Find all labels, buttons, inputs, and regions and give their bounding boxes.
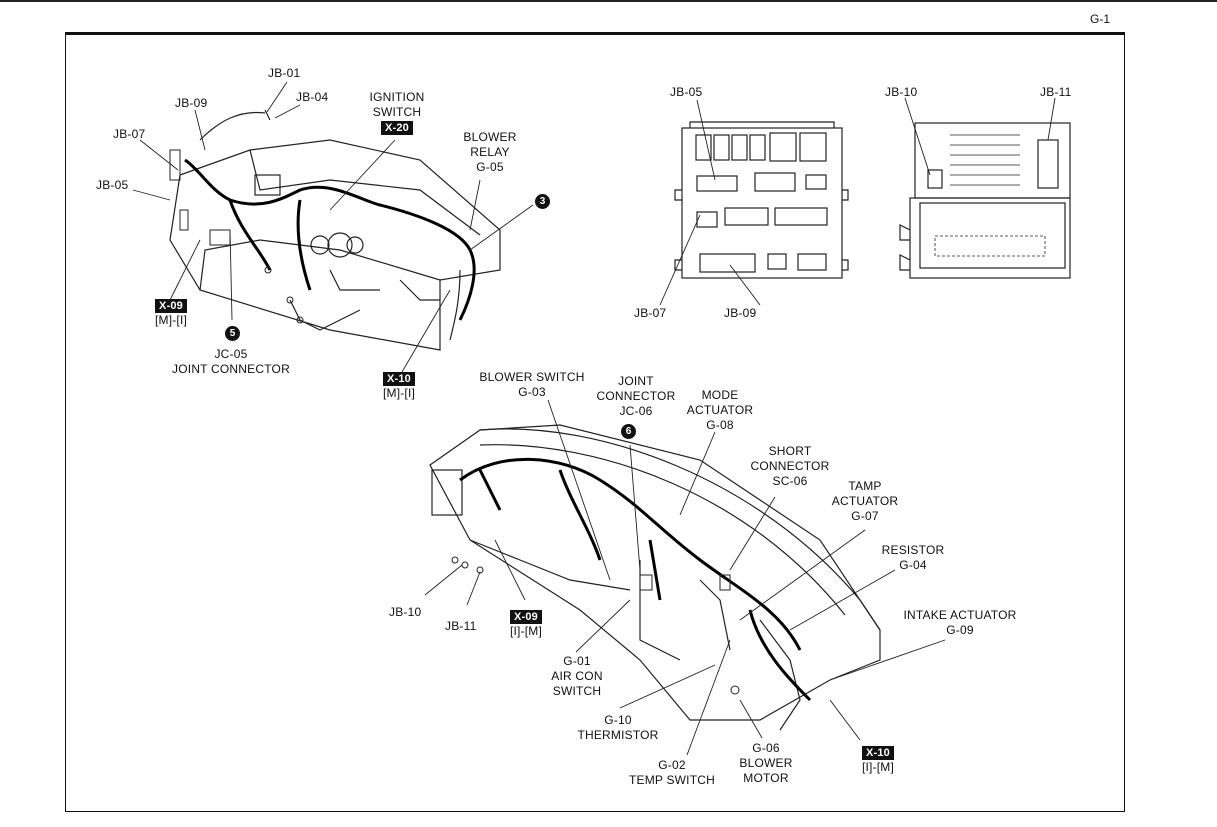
label-temp-switch: G-02 TEMP SWITCH [629,758,715,787]
callout-badge-3: 3 [535,194,550,209]
connector-tag-x-10: X-10 [382,372,416,386]
label-intake-actuator: INTAKE ACTUATOR G-09 [903,608,1017,637]
callout-badge-5: 5 [225,326,240,341]
label-x-09-fig4: X-09 [I]-[M] [509,610,543,638]
label-x-09-fig1: X-09 [M]-[I] [154,299,188,327]
label-air-con-switch: G-01 AIR CON SWITCH [551,654,603,698]
fig3-fuse-box-drawing [899,122,1071,279]
label-jb-09: JB-09 [175,96,208,110]
fig1-dashboard-drawing [169,139,501,351]
label-jb-10: JB-10 [389,605,422,619]
label-jb-04: JB-04 [296,90,329,104]
page-number: G-1 [1090,12,1111,26]
label-jb-07-box: JB-07 [634,306,667,320]
label-x-10-fig1: X-10 [M]-[I] [382,372,416,400]
connector-tag-x-20: X-20 [380,121,414,135]
label-x-10-fig4: X-10 [I]-[M] [861,746,895,774]
label-jb-07: JB-07 [113,127,146,141]
fig2-junction-box-drawing [674,121,849,279]
label-jb-01: JB-01 [268,66,301,80]
label-blower-switch: BLOWER SWITCH G-03 [479,370,585,399]
label-jc-05: JC-05 JOINT CONNECTOR [172,347,290,376]
connector-tag-x-09-panel: X-09 [509,610,543,624]
connector-tag-x-09: X-09 [154,299,188,313]
label-jb-11-box: JB-11 [1040,85,1072,99]
label-jb-05-box: JB-05 [670,85,703,99]
label-jb-09-box: JB-09 [724,306,757,320]
callout-badge-6: 6 [621,424,636,439]
label-mode-actuator: MODE ACTUATOR G-08 [686,388,754,432]
connector-tag-x-10-panel: X-10 [861,746,895,760]
label-ignition-switch: IGNITION SWITCH X-20 [369,90,425,135]
label-tamp-actuator: TAMP ACTUATOR G-07 [831,479,899,523]
top-rule [0,0,1217,2]
label-jb-10-box: JB-10 [885,85,918,99]
label-blower-relay: BLOWER RELAY G-05 [463,130,517,174]
label-jb-11: JB-11 [445,619,477,633]
header-rule [65,32,1125,35]
label-thermistor: G-10 THERMISTOR [577,713,659,742]
label-jb-05: JB-05 [96,178,129,192]
diagram-frame [65,35,1125,812]
label-joint-connector-jc-06: JOINT CONNECTOR JC-06 [596,374,676,418]
label-blower-motor: G-06 BLOWER MOTOR [739,741,793,785]
fig4-instrument-panel-drawing [429,424,881,731]
label-resistor: RESISTOR G-04 [881,543,945,572]
label-short-connector: SHORT CONNECTOR SC-06 [750,444,830,488]
